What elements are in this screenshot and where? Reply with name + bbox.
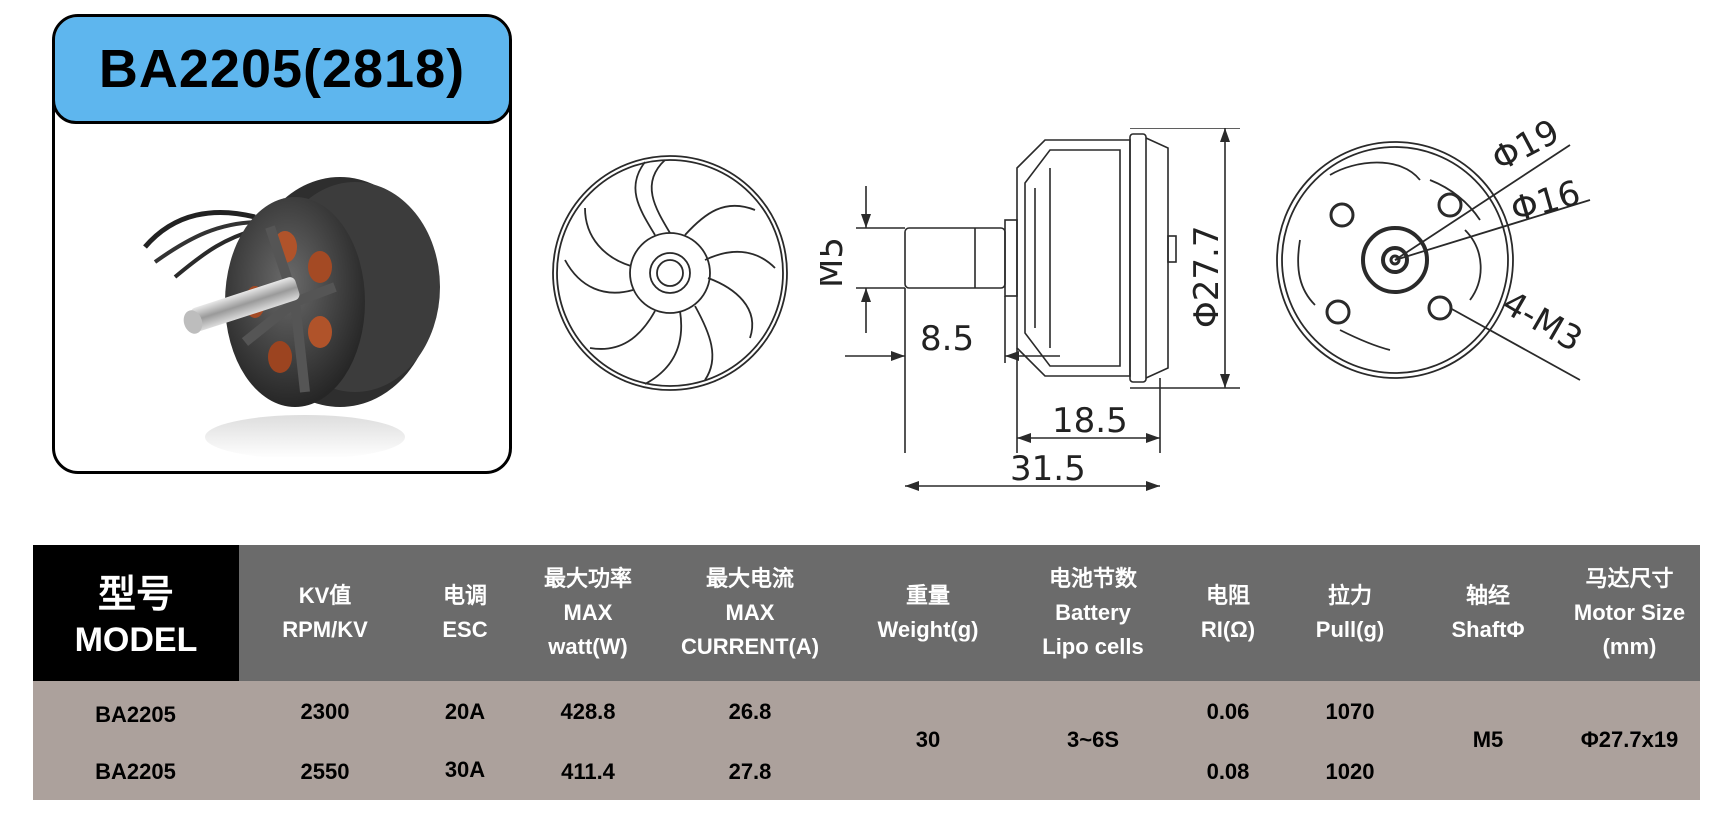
row2-ri: 0.08 xyxy=(1206,759,1250,784)
row1-watt: 428.8 xyxy=(560,699,616,724)
row2-current: 27.8 xyxy=(728,759,772,784)
model-header-zh: 型号 xyxy=(97,574,174,616)
row1-kv: 2300 xyxy=(300,699,350,724)
spec-body: BA2205 2300 20A 428.8 26.8 0.06 1070 BA2… xyxy=(33,681,1700,800)
dim-shaft-length: 8.5 xyxy=(920,319,974,359)
shared-battery: 3~6S xyxy=(1067,727,1119,752)
row1-pull: 1070 xyxy=(1325,699,1375,724)
row2-kv: 2550 xyxy=(300,759,350,784)
row2-pull: 1020 xyxy=(1325,759,1375,784)
product-title: BA2205(2818) xyxy=(55,17,509,124)
dim-mount-holes: 4-M3 xyxy=(1496,283,1590,360)
row1-current: 26.8 xyxy=(728,699,772,724)
dim-total-length: 31.5 xyxy=(1010,449,1086,489)
shared-weight: 30 xyxy=(915,727,941,752)
dim-body-length: 18.5 xyxy=(1052,401,1128,441)
motor-photo xyxy=(143,177,440,457)
model-header-en: MODEL xyxy=(74,621,198,659)
shared-motor-size: Φ27.7x19 xyxy=(1580,727,1679,752)
dim-diameter: Φ27.7 xyxy=(1187,226,1227,328)
model-header: 型号 MODEL xyxy=(33,545,239,681)
row2-watt: 411.4 xyxy=(561,759,615,784)
row2-model: BA2205 xyxy=(95,759,176,784)
row1-model: BA2205 xyxy=(95,702,176,727)
dim-shaft-thread: M5 xyxy=(820,237,851,288)
back-view-drawing: Φ19 Φ16 4-M3 xyxy=(1276,120,1591,381)
shared-shaft: M5 xyxy=(1472,727,1504,752)
product-card: BA2205(2818) xyxy=(52,14,512,474)
row2-esc: 30A xyxy=(444,757,486,782)
dim-inner-hole-circle: Φ16 xyxy=(1506,173,1584,231)
row1-esc: 20A xyxy=(444,699,486,724)
row1-ri: 0.06 xyxy=(1206,699,1250,724)
side-view-drawing: M5 8.5 18.5 31.5 Φ27.7 xyxy=(820,128,1240,491)
front-view-drawing xyxy=(552,155,788,391)
dim-outer-hole-circle: Φ19 xyxy=(1485,120,1566,180)
